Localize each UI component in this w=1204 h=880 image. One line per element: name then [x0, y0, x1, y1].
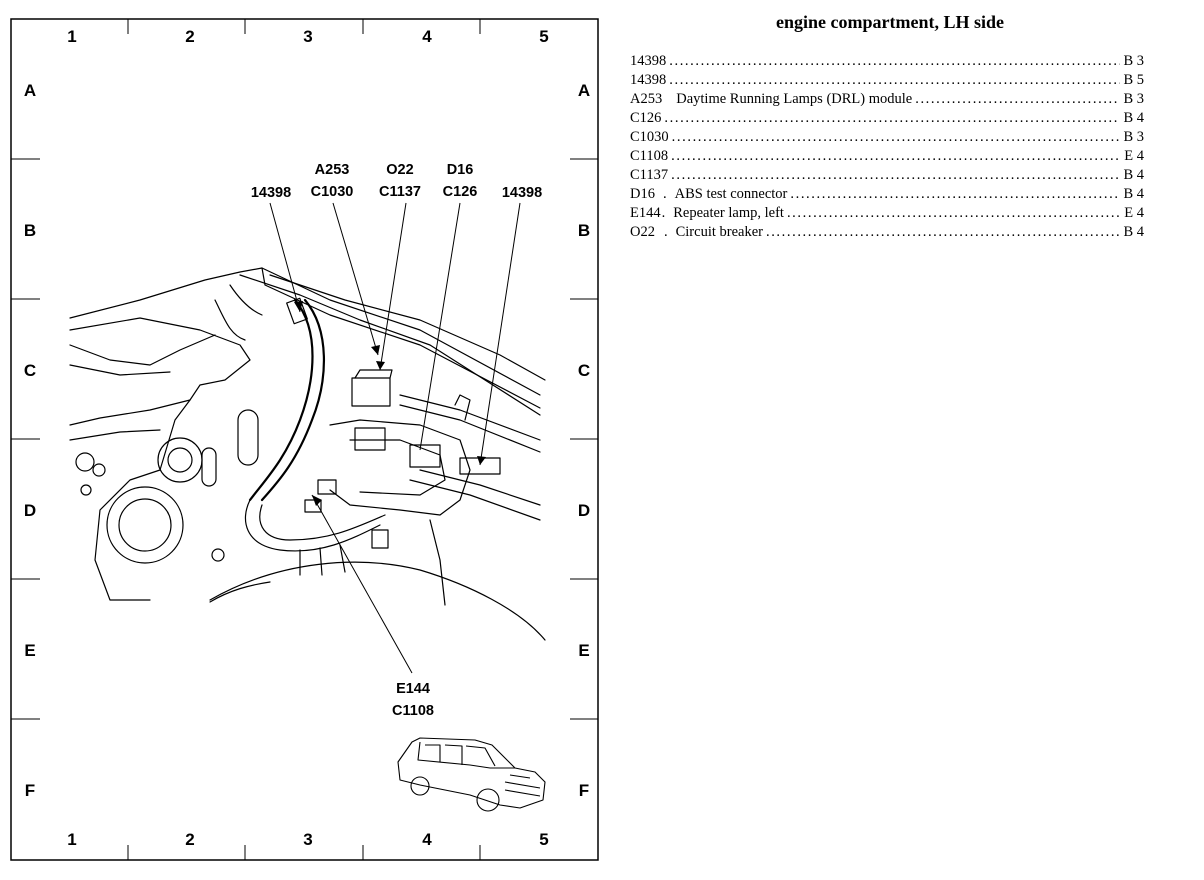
- legend-location: B 3: [1123, 91, 1144, 107]
- legend-id: A253: [630, 91, 663, 107]
- column-ticks: [127, 19, 481, 860]
- legend-separator: .: [663, 224, 668, 240]
- row-label-left-a: A: [24, 81, 36, 100]
- legend-location: B 4: [1123, 186, 1144, 202]
- row-label-right-c: C: [578, 361, 590, 380]
- legend-row: C126 B 4: [630, 109, 1144, 128]
- legend-location: E 4: [1124, 148, 1144, 164]
- legend-separator: .: [662, 186, 667, 202]
- leader-dots: [669, 71, 1120, 90]
- leader-dots: [664, 109, 1120, 128]
- legend-row: D16. ABS test connector B 4: [630, 185, 1144, 204]
- legend-separator: .: [661, 205, 666, 221]
- legend-id: 14398: [630, 72, 667, 88]
- legend-row: O22. Circuit breaker B 4: [630, 223, 1144, 242]
- row-label-left-b: B: [24, 221, 36, 240]
- row-label-right-b: B: [578, 221, 590, 240]
- legend-location: B 4: [1123, 110, 1144, 126]
- leader-dots: [915, 90, 1120, 109]
- component-legend: 14398 B 3 14398 B 5 A253 Daytime Running La…: [630, 52, 1144, 242]
- legend-location: B 3: [1123, 129, 1144, 145]
- col-label-top-2: 2: [185, 27, 194, 46]
- col-label-bottom-4: 4: [422, 830, 432, 849]
- legend-row: C1108 E 4: [630, 147, 1144, 166]
- row-label-left-d: D: [24, 501, 36, 520]
- col-label-bottom-5: 5: [539, 830, 548, 849]
- legend-location: B 4: [1123, 224, 1144, 240]
- legend-row: 14398 B 5: [630, 71, 1144, 90]
- callout-arrowheads: [294, 301, 486, 506]
- legend-location: B 4: [1123, 167, 1144, 183]
- legend-location: E 4: [1124, 205, 1144, 221]
- leader-dots: [787, 204, 1121, 223]
- legend-description: ABS test connector: [674, 186, 788, 202]
- legend-id: E144: [630, 205, 661, 221]
- col-label-top-5: 5: [539, 27, 548, 46]
- leader-dots: [790, 185, 1120, 204]
- leader-dots: [672, 128, 1121, 147]
- row-label-left-e: E: [24, 641, 35, 660]
- legend-id: O22: [630, 224, 655, 240]
- legend-id: C1030: [630, 129, 669, 145]
- callout-14398-left: 14398: [251, 185, 291, 201]
- legend-description: Repeater lamp, left: [673, 205, 784, 221]
- legend-row: E144. Repeater lamp, left E 4: [630, 204, 1144, 223]
- col-label-bottom-3: 3: [303, 830, 312, 849]
- col-label-bottom-2: 2: [185, 830, 194, 849]
- legend-row: C1137 B 4: [630, 166, 1144, 185]
- legend-description: Circuit breaker: [675, 224, 763, 240]
- row-label-left-c: C: [24, 361, 36, 380]
- callout-14398-right: 14398: [502, 185, 542, 201]
- legend-id: D16: [630, 186, 655, 202]
- legend-id: C1108: [630, 148, 669, 164]
- col-label-top-4: 4: [422, 27, 432, 46]
- leader-dots: [669, 52, 1120, 71]
- col-label-bottom-1: 1: [67, 830, 76, 849]
- legend-id: C1137: [630, 167, 669, 183]
- legend-row: C1030 B 3: [630, 128, 1144, 147]
- engine-compartment-drawing: [69, 267, 546, 641]
- legend-row: A253 Daytime Running Lamps (DRL) module B …: [630, 90, 1144, 109]
- row-ticks: [11, 158, 598, 720]
- callout-leaders: [269, 202, 521, 674]
- row-label-right-e: E: [578, 641, 589, 660]
- legend-location: B 3: [1123, 53, 1144, 69]
- row-label-right-d: D: [578, 501, 590, 520]
- legend-title: engine compartment, LH side: [776, 12, 1004, 32]
- row-label-right-a: A: [578, 81, 590, 100]
- legend-description: Daytime Running Lamps (DRL) module: [676, 91, 913, 107]
- vehicle-locator-icon: [397, 737, 546, 812]
- leader-dots: [671, 166, 1120, 185]
- legend-location: B 5: [1123, 72, 1144, 88]
- col-label-top-1: 1: [67, 27, 76, 46]
- legend-row: 14398 B 3: [630, 52, 1144, 71]
- col-label-top-3: 3: [303, 27, 312, 46]
- leader-dots: [766, 223, 1120, 242]
- legend-id: C126: [630, 110, 662, 126]
- legend-id: 14398: [630, 53, 667, 69]
- row-label-left-f: F: [25, 781, 35, 800]
- row-label-right-f: F: [579, 781, 589, 800]
- leader-dots: [671, 147, 1121, 166]
